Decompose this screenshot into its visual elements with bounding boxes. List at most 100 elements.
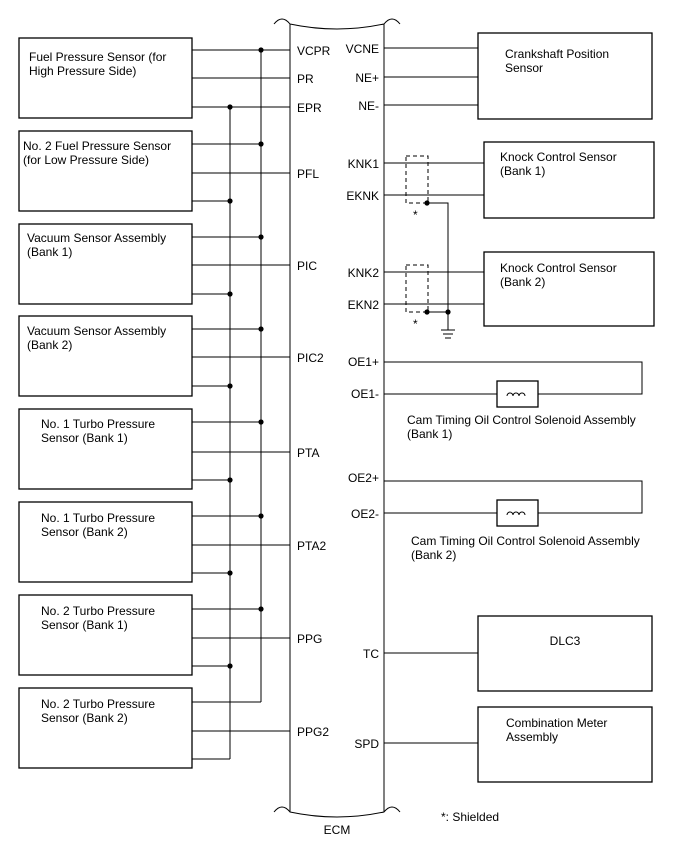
footnote: *: Shielded [441, 810, 499, 824]
shield-ground [427, 202, 455, 339]
junction-dot [258, 141, 264, 147]
left-pin-labels: VCPR PR EPR PFL PIC PIC2 PTA PTA2 PPG PP… [297, 44, 331, 739]
shield-marker [405, 155, 429, 204]
pin-label-knk2: KNK2 [348, 266, 380, 280]
coil-icon [506, 392, 526, 397]
component-label: Sensor (Bank 2) [41, 525, 128, 539]
junction-dot [227, 383, 233, 389]
component-label: Sensor [505, 61, 543, 75]
pin-label-spd: SPD [354, 737, 379, 751]
junction-dot [227, 291, 233, 297]
pin-label-pta2: PTA2 [297, 539, 326, 553]
pin-label-pr: PR [297, 72, 314, 86]
turbo2-pressure-bank2-box [18, 687, 193, 769]
pin-label-oe2-plus: OE2+ [348, 471, 379, 485]
pin-label-tc: TC [363, 647, 379, 661]
component-label: Cam Timing Oil Control Solenoid Assembly [411, 534, 640, 548]
ecm-label: ECM [324, 823, 351, 837]
junction-dot [258, 513, 264, 519]
junction-dot [227, 663, 233, 669]
left-bus-wires [229, 50, 262, 759]
right-pin-labels: VCNE NE+ NE- KNK1 EKNK KNK2 EKN2 OE1+ OE… [346, 42, 380, 751]
ecm-bottom-break [273, 806, 401, 818]
knock-sensor-bank1-box [483, 141, 655, 219]
pin-label-epr: EPR [297, 101, 322, 115]
vacuum-sensor-bank2-box [18, 315, 193, 397]
shield-asterisk: * [413, 208, 418, 222]
fuel-pressure-sensor-low-box [18, 130, 193, 212]
knock-sensor-bank1: Knock Control Sensor (Bank 1) * [384, 141, 655, 222]
pin-label-knk1: KNK1 [348, 157, 380, 171]
junction-dot [227, 104, 233, 110]
pin-label-pfl: PFL [297, 167, 319, 181]
turbo2-pressure-bank1-box [18, 594, 193, 676]
component-label: DLC3 [550, 634, 581, 648]
component-label: (for Low Pressure Side) [23, 153, 149, 167]
component-label: (Bank 2) [27, 338, 72, 352]
component-label: Sensor (Bank 1) [41, 431, 128, 445]
junction-dot [258, 326, 264, 332]
cam-timing-solenoid-bank2: Cam Timing Oil Control Solenoid Assembly… [384, 480, 643, 562]
vacuum-sensor-bank1-box [18, 223, 193, 305]
pin-label-oe2-minus: OE2- [351, 507, 379, 521]
component-label: (Bank 1) [500, 164, 545, 178]
component-label: Sensor (Bank 1) [41, 618, 128, 632]
pin-label-vcne: VCNE [346, 42, 379, 56]
pin-label-ekn2: EKN2 [348, 298, 380, 312]
knock-sensor-bank2-box [483, 251, 655, 327]
fuel-pressure-sensor-high-box [18, 37, 193, 119]
shield-drain-wire [427, 202, 449, 330]
junction-dot [258, 606, 264, 612]
left-junctions [227, 47, 264, 669]
turbo1-pressure-bank1-box [18, 408, 193, 490]
pin-label-pta: PTA [297, 446, 319, 460]
component-label: Vacuum Sensor Assembly [27, 324, 166, 338]
junction-dot [227, 570, 233, 576]
component-label: Vacuum Sensor Assembly [27, 231, 166, 245]
combination-meter-box [477, 706, 653, 783]
component-label: No. 1 Turbo Pressure [41, 511, 155, 525]
component-label: Cam Timing Oil Control Solenoid Assembly [407, 413, 636, 427]
pin-label-ppg: PPG [297, 632, 322, 646]
pin-label-pic2: PIC2 [297, 351, 324, 365]
pin-label-ne-minus: NE- [358, 99, 379, 113]
component-label: Assembly [506, 730, 558, 744]
ecm-top-break [273, 18, 401, 30]
solenoid-icon [496, 499, 539, 527]
left-component-boxes [18, 37, 193, 769]
solenoid-icon [496, 380, 539, 408]
component-label: No. 1 Turbo Pressure [41, 417, 155, 431]
shield-marker [405, 264, 429, 313]
pin-label-vcpr: VCPR [297, 44, 331, 58]
left-component-labels: Fuel Pressure Sensor (for High Pressure … [23, 50, 171, 725]
component-label: Knock Control Sensor [500, 261, 617, 275]
component-label: (Bank 1) [407, 427, 452, 441]
component-label: High Pressure Side) [29, 64, 136, 78]
junction-dot [445, 309, 451, 315]
junction-dot [227, 477, 233, 483]
ecm-block: ECM [273, 18, 401, 837]
junction-dot [258, 419, 264, 425]
cam-timing-solenoid-bank1: Cam Timing Oil Control Solenoid Assembly… [384, 361, 643, 441]
wire-oe2-loop [384, 480, 643, 514]
component-label: (Bank 2) [411, 548, 456, 562]
dlc3-box [477, 615, 653, 692]
component-label: No. 2 Fuel Pressure Sensor [23, 139, 171, 153]
left-horizontal-wires [192, 49, 290, 760]
coil-icon [506, 511, 526, 516]
turbo1-pressure-bank2-box [18, 501, 193, 583]
pin-label-ppg2: PPG2 [297, 725, 329, 739]
component-label: Sensor (Bank 2) [41, 711, 128, 725]
junction-dot [227, 198, 233, 204]
crankshaft-sensor-box [477, 32, 653, 120]
knock-sensor-bank2: Knock Control Sensor (Bank 2) * [384, 251, 655, 331]
component-label: Knock Control Sensor [500, 150, 617, 164]
dlc3: DLC3 [384, 615, 653, 692]
component-label: No. 2 Turbo Pressure [41, 697, 155, 711]
pin-label-pic: PIC [297, 259, 317, 273]
shield-asterisk: * [413, 317, 418, 331]
junction-dot [258, 234, 264, 240]
junction-dot [258, 47, 264, 53]
pin-label-ne-plus: NE+ [355, 71, 379, 85]
